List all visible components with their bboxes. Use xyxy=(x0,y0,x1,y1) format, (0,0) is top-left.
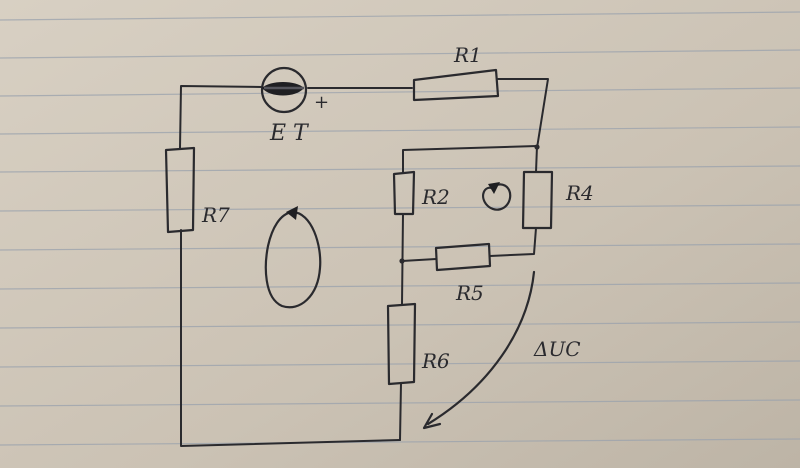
wire-r5-node xyxy=(401,258,437,262)
wire-left-bottom xyxy=(180,229,401,447)
voltage-arrowhead-icon xyxy=(422,412,442,430)
voltage-arrow xyxy=(426,270,536,426)
resistor-r6 xyxy=(386,302,417,386)
label-r1: R1 xyxy=(453,43,482,67)
mesh-loop-right xyxy=(482,183,512,211)
label-r6: R6 xyxy=(421,349,450,373)
wire-top-left xyxy=(179,85,263,149)
wire-branch-top xyxy=(402,145,538,173)
label-source-plus: + xyxy=(314,92,329,113)
voltage-source-symbol xyxy=(260,66,308,114)
node-dot-middle xyxy=(399,258,405,264)
label-r7: R7 xyxy=(201,203,230,227)
mesh-loop-left-arrow-icon xyxy=(286,206,298,220)
wire-r1-right xyxy=(497,78,549,149)
label-r2: R2 xyxy=(421,185,450,209)
resistor-r4 xyxy=(521,170,554,230)
label-r4: R4 xyxy=(565,181,594,205)
label-voltage: ΔUC xyxy=(533,337,581,361)
node-dot-top-right xyxy=(534,144,540,150)
wire-r4-r5 xyxy=(489,227,537,257)
label-source: E T xyxy=(269,121,310,146)
resistor-r5 xyxy=(434,242,492,272)
resistor-r2 xyxy=(392,170,416,216)
resistor-r7 xyxy=(164,146,196,234)
mesh-loop-right-arrow-icon xyxy=(488,182,500,194)
label-r5: R5 xyxy=(455,281,484,305)
mesh-loop-left xyxy=(264,210,322,309)
wire-r6-bottom xyxy=(399,382,402,441)
resistor-r1 xyxy=(412,68,500,102)
